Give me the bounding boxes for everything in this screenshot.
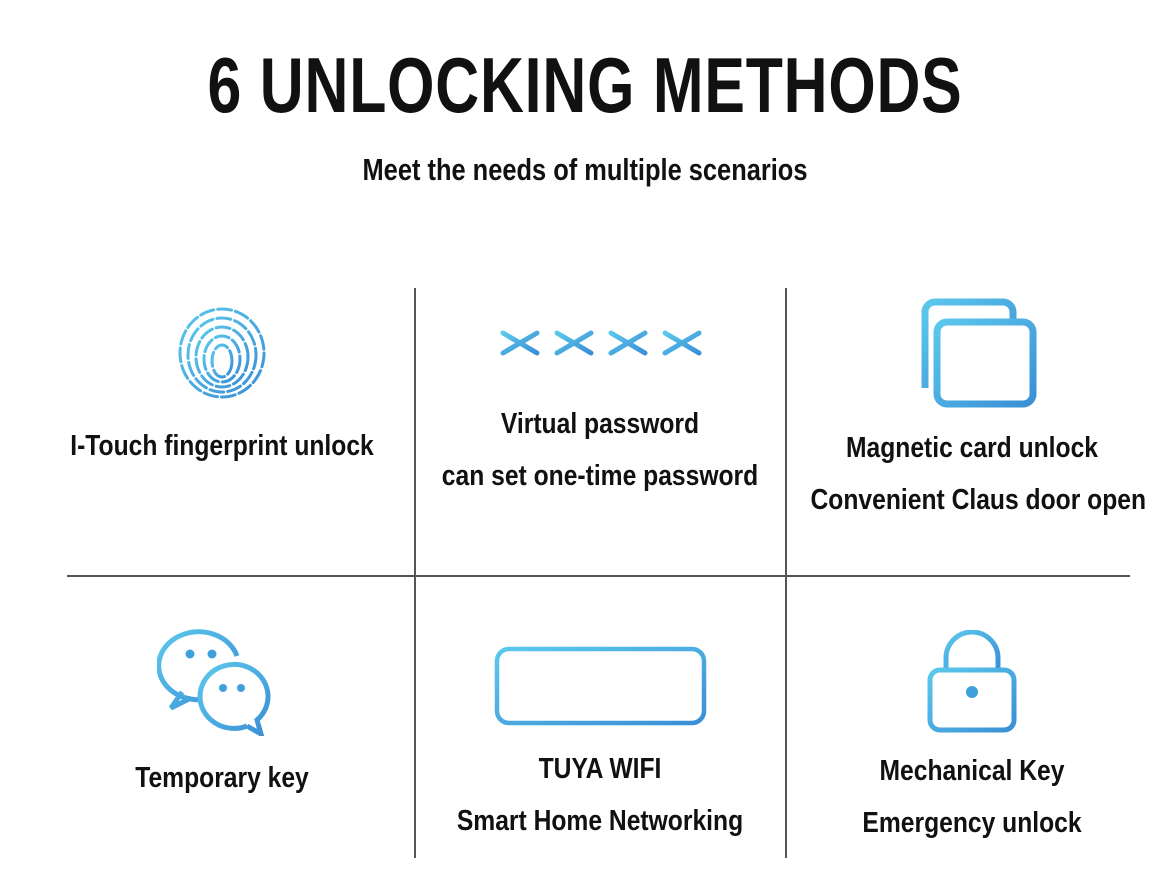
method-magnetic-card: Magnetic card unlock Convenient Claus do…: [782, 298, 1162, 526]
method-temporary-key: Temporary key: [32, 626, 412, 804]
padlock-icon: [927, 630, 1017, 733]
method-tuya-wifi: TUYA WIFI Smart Home Networking: [410, 645, 790, 847]
page-subtitle: Meet the needs of multiple scenarios: [362, 152, 808, 187]
method-sublabel: Smart Home Networking: [456, 805, 744, 837]
method-sublabel: Emergency unlock: [862, 807, 1082, 839]
method-fingerprint: I-Touch fingerprint unlock: [32, 305, 412, 472]
wifi-module-icon: [494, 646, 706, 726]
method-label: I-Touch fingerprint unlock: [70, 430, 374, 462]
grid-divider-vertical: [414, 288, 416, 858]
grid-divider-vertical: [785, 288, 787, 858]
method-label: TUYA WIFI: [538, 753, 662, 785]
method-label: Temporary key: [135, 762, 309, 794]
grid-divider-horizontal: [67, 575, 1130, 577]
fingerprint-icon: [178, 307, 266, 399]
method-label: Virtual password: [500, 408, 700, 440]
method-label: Magnetic card unlock: [845, 432, 1099, 464]
method-label: Mechanical Key: [879, 755, 1065, 787]
chat-bubbles-icon: [157, 629, 271, 736]
page-title: 6 UNLOCKING METHODS: [207, 41, 963, 129]
method-sublabel: Convenient Claus door open: [810, 484, 1147, 516]
password-asterisks-icon: [496, 320, 705, 383]
method-virtual-password: Virtual password can set one-time passwo…: [410, 318, 790, 502]
method-mechanical-key: Mechanical Key Emergency unlock: [782, 630, 1162, 849]
cards-icon: [921, 298, 1036, 408]
method-sublabel: can set one-time password: [441, 460, 759, 492]
